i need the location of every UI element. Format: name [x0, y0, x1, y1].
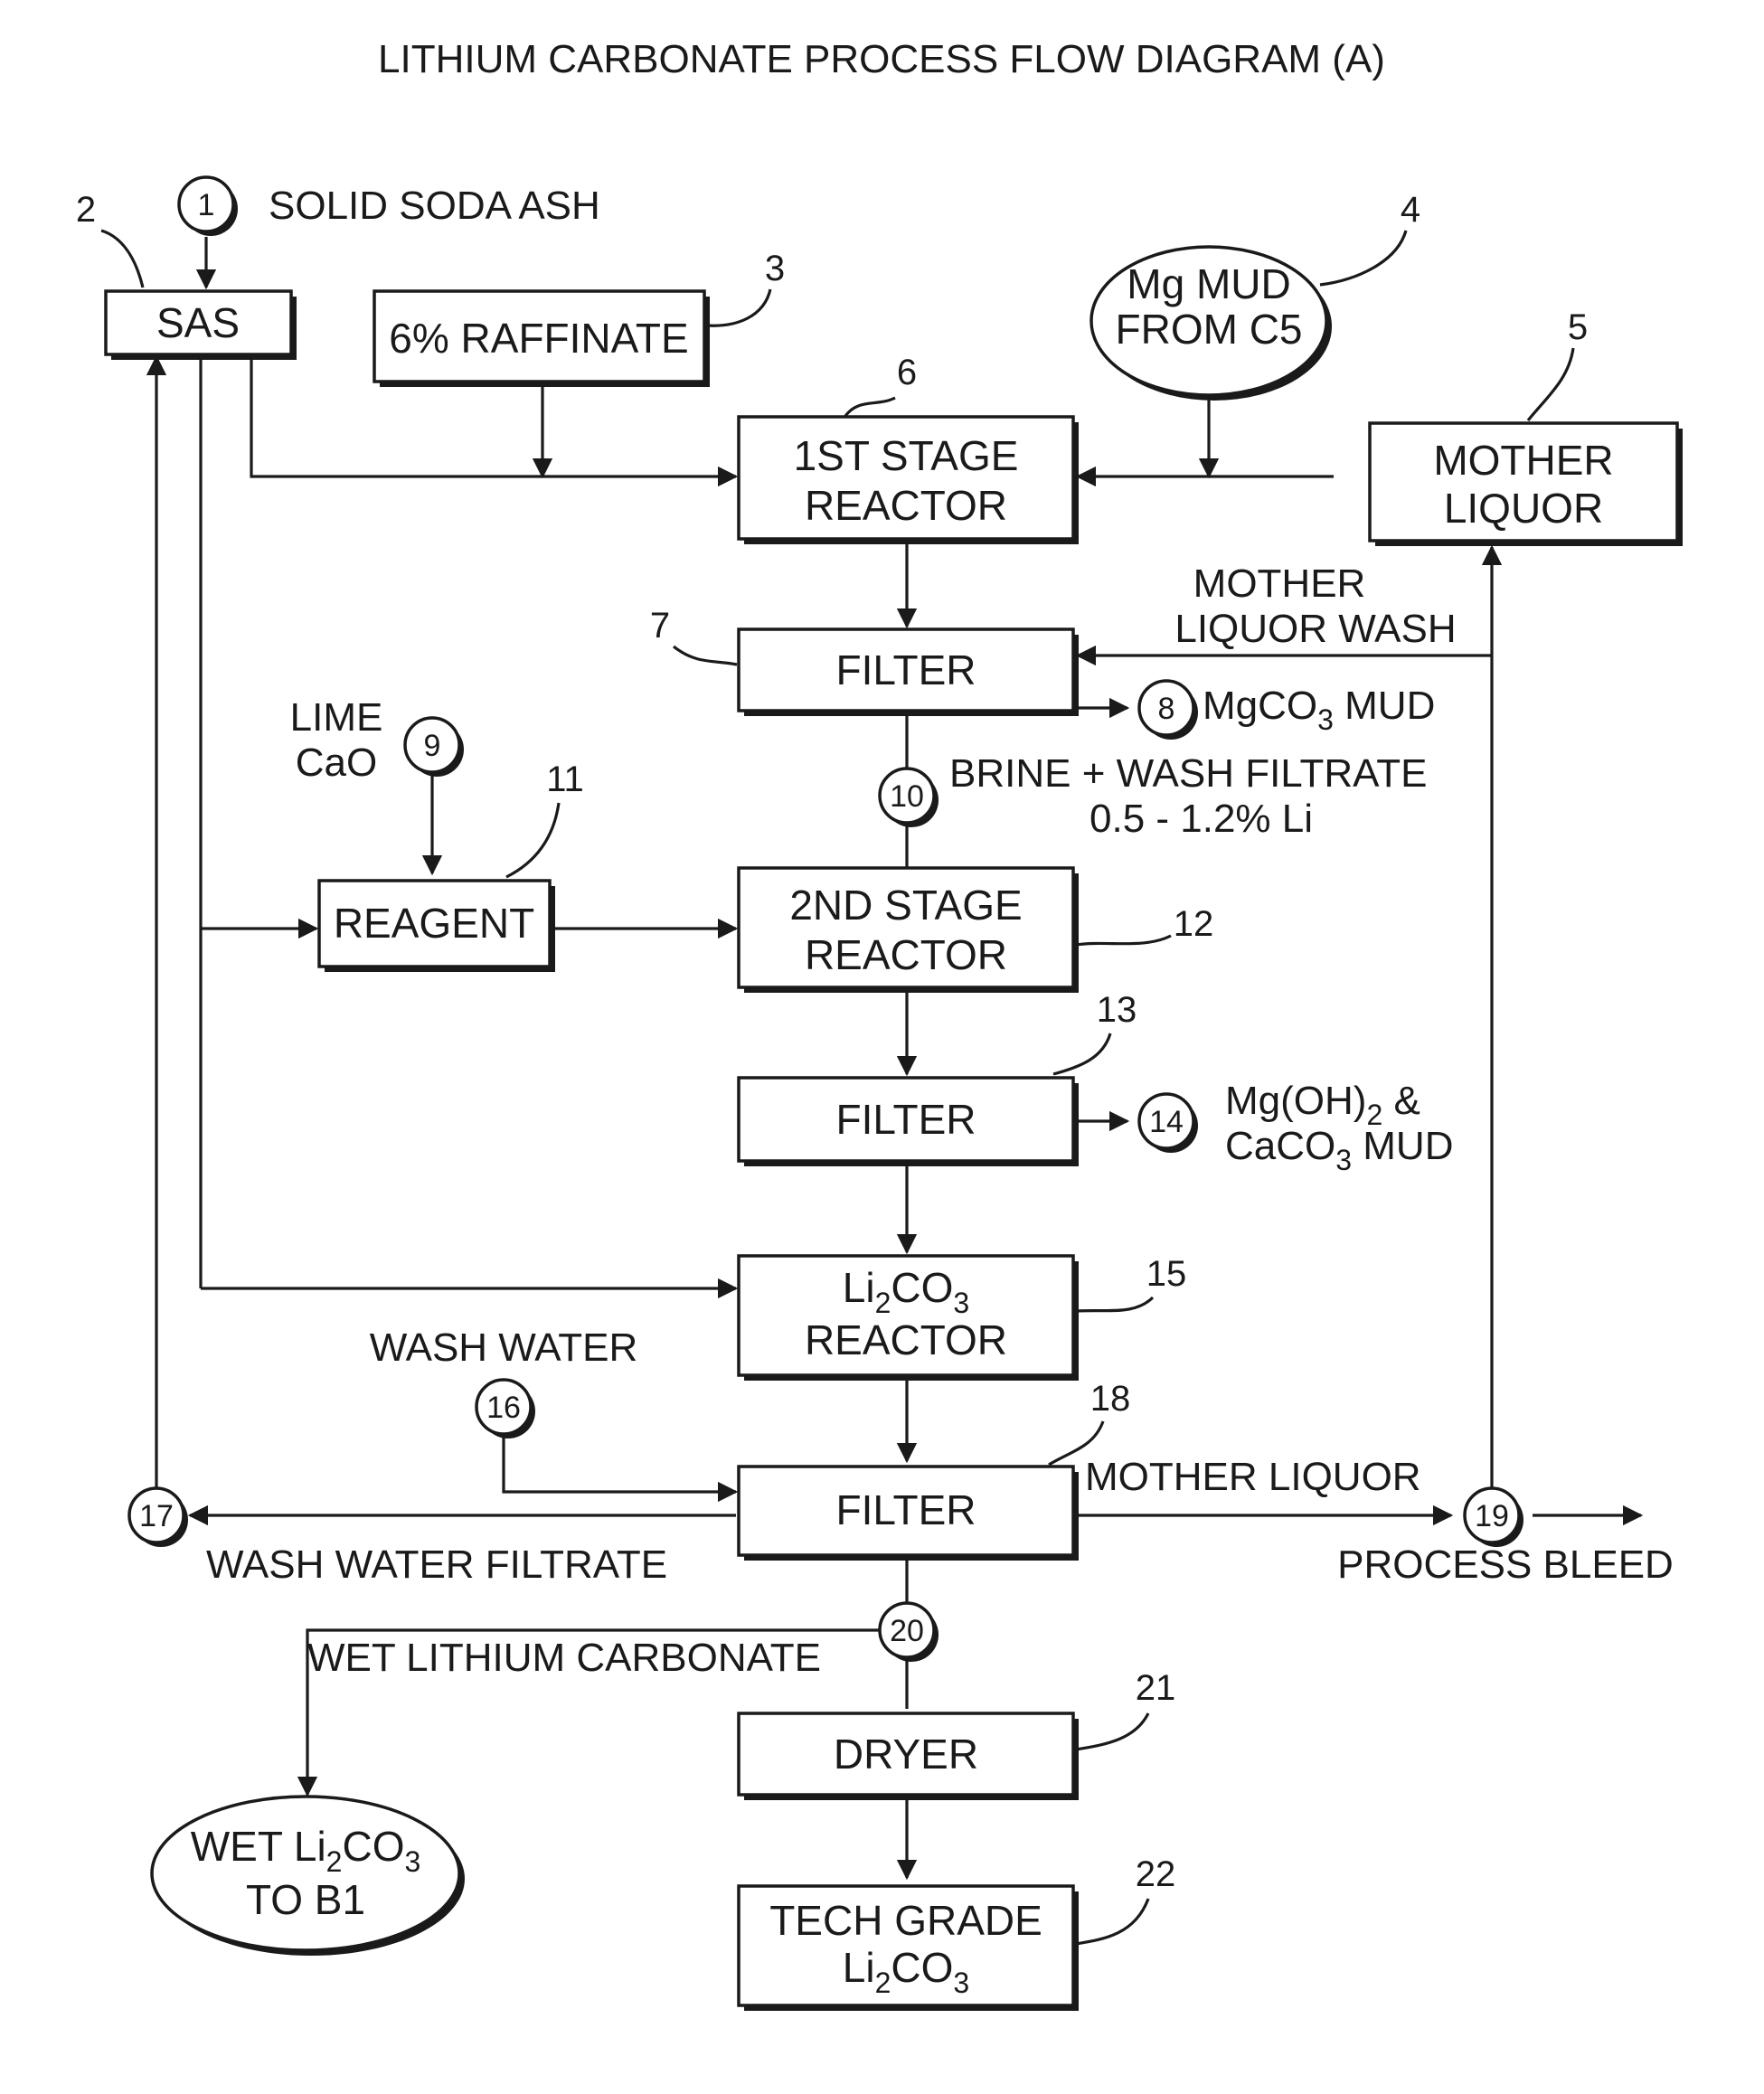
stream-19: 19 [1465, 1488, 1523, 1547]
ref-6: 6 [897, 353, 917, 392]
filter-2: FILTER [739, 1078, 1079, 1166]
svg-text:10: 10 [890, 779, 924, 814]
ref-11: 11 [546, 759, 584, 799]
tech-grade-line1: TECH GRADE [769, 1897, 1042, 1944]
first-stage-reactor: 1ST STAGE REACTOR [739, 417, 1079, 544]
caption-wash-water-filtrate: WASH WATER FILTRATE [206, 1542, 667, 1587]
stream-8: 8 [1139, 681, 1198, 740]
ref-3: 3 [765, 249, 785, 288]
svg-text:19: 19 [1475, 1499, 1509, 1533]
wet-li2co3-destination: WET Li2CO3 TO B1 [152, 1797, 465, 1956]
svg-text:8: 8 [1158, 692, 1175, 726]
li2co3-reactor: Li2CO3 REACTOR [739, 1256, 1079, 1381]
raffinate-unit: 6% RAFFINATE [374, 291, 710, 387]
ref-7: 7 [650, 606, 670, 646]
caption-mother-liquor-out: MOTHER LIQUOR [1085, 1455, 1421, 1499]
mother-liquor-line1: MOTHER [1433, 437, 1613, 484]
stream-1: 1 [179, 177, 238, 236]
mother-liquor-unit: MOTHER LIQUOR [1370, 423, 1683, 546]
mg-mud-source: Mg MUD FROM C5 [1091, 247, 1332, 401]
caption-mother-liquor-wash-1: MOTHER [1193, 561, 1366, 606]
ref-21: 21 [1136, 1668, 1176, 1708]
ref-13: 13 [1097, 990, 1137, 1030]
stream-17: 17 [129, 1488, 188, 1547]
caption-brine-wash-2: 0.5 - 1.2% Li [1090, 797, 1313, 841]
ref-2: 2 [76, 190, 96, 230]
li2co3-reactor-line2: REACTOR [805, 1316, 1007, 1363]
caption-mother-liquor-wash-2: LIQUOR WASH [1174, 607, 1456, 651]
diagram-title: LITHIUM CARBONATE PROCESS FLOW DIAGRAM (… [378, 37, 1385, 81]
caption-mgco3-mud: MgCO3 MUD [1203, 684, 1435, 736]
dryer-label: DRYER [834, 1731, 978, 1778]
filter2-label: FILTER [835, 1096, 976, 1143]
li2co3-reactor-line1: Li2CO3 [843, 1264, 969, 1319]
ref-12: 12 [1174, 904, 1214, 944]
caption-solid-soda-ash: SOLID SODA ASH [269, 184, 600, 228]
svg-text:20: 20 [890, 1614, 924, 1648]
second-stage-reactor: 2ND STAGE REACTOR [739, 868, 1079, 993]
reactor2-line1: 2ND STAGE [789, 882, 1022, 929]
stream-9: 9 [405, 718, 464, 777]
stream-20: 20 [880, 1603, 939, 1662]
reactor1-line2: REACTOR [805, 482, 1007, 529]
caption-mgoh-mud-2: CaCO3 MUD [1225, 1124, 1453, 1176]
ref-18: 18 [1090, 1379, 1131, 1419]
caption-cao: CaO [296, 740, 377, 785]
filter-3: FILTER [739, 1467, 1079, 1561]
ref-4: 4 [1401, 190, 1420, 230]
ref-15: 15 [1146, 1254, 1187, 1294]
mg-mud-line2: FROM C5 [1116, 306, 1303, 353]
mother-liquor-line2: LIQUOR [1444, 485, 1603, 532]
stream-16: 16 [476, 1380, 535, 1438]
reagent-unit: REAGENT [319, 881, 555, 972]
caption-wash-water: WASH WATER [370, 1325, 638, 1370]
caption-wet-lithium-carbonate: WET LITHIUM CARBONATE [307, 1636, 821, 1680]
reactor2-line2: REACTOR [805, 931, 1007, 978]
wet-li2co3-line2: TO B1 [246, 1876, 365, 1923]
svg-text:16: 16 [486, 1391, 521, 1425]
reactor1-line1: 1ST STAGE [794, 432, 1019, 479]
ref-22: 22 [1136, 1854, 1176, 1894]
wet-li2co3-line1: WET Li2CO3 [191, 1823, 421, 1878]
sas-label: SAS [156, 299, 240, 346]
svg-text:9: 9 [424, 729, 441, 763]
mg-mud-line1: Mg MUD [1127, 260, 1290, 307]
tech-grade-line2: Li2CO3 [843, 1944, 969, 1999]
caption-brine-wash-1: BRINE + WASH FILTRATE [949, 751, 1427, 796]
stream-10: 10 [880, 769, 939, 827]
caption-process-bleed: PROCESS BLEED [1337, 1542, 1674, 1587]
ref-5: 5 [1568, 307, 1588, 347]
filter3-label: FILTER [835, 1486, 976, 1533]
filter1-label: FILTER [835, 646, 976, 693]
svg-text:17: 17 [139, 1499, 174, 1533]
reagent-label: REAGENT [334, 900, 534, 947]
tech-grade-product: TECH GRADE Li2CO3 [739, 1886, 1079, 2011]
sas-unit: SAS [106, 291, 297, 360]
raffinate-label: 6% RAFFINATE [389, 315, 688, 362]
caption-lime: LIME [290, 695, 383, 740]
stream-14: 14 [1139, 1094, 1198, 1153]
dryer-unit: DRYER [739, 1713, 1079, 1800]
svg-text:14: 14 [1149, 1105, 1184, 1139]
filter-1: FILTER [739, 629, 1079, 716]
svg-text:1: 1 [198, 188, 215, 222]
